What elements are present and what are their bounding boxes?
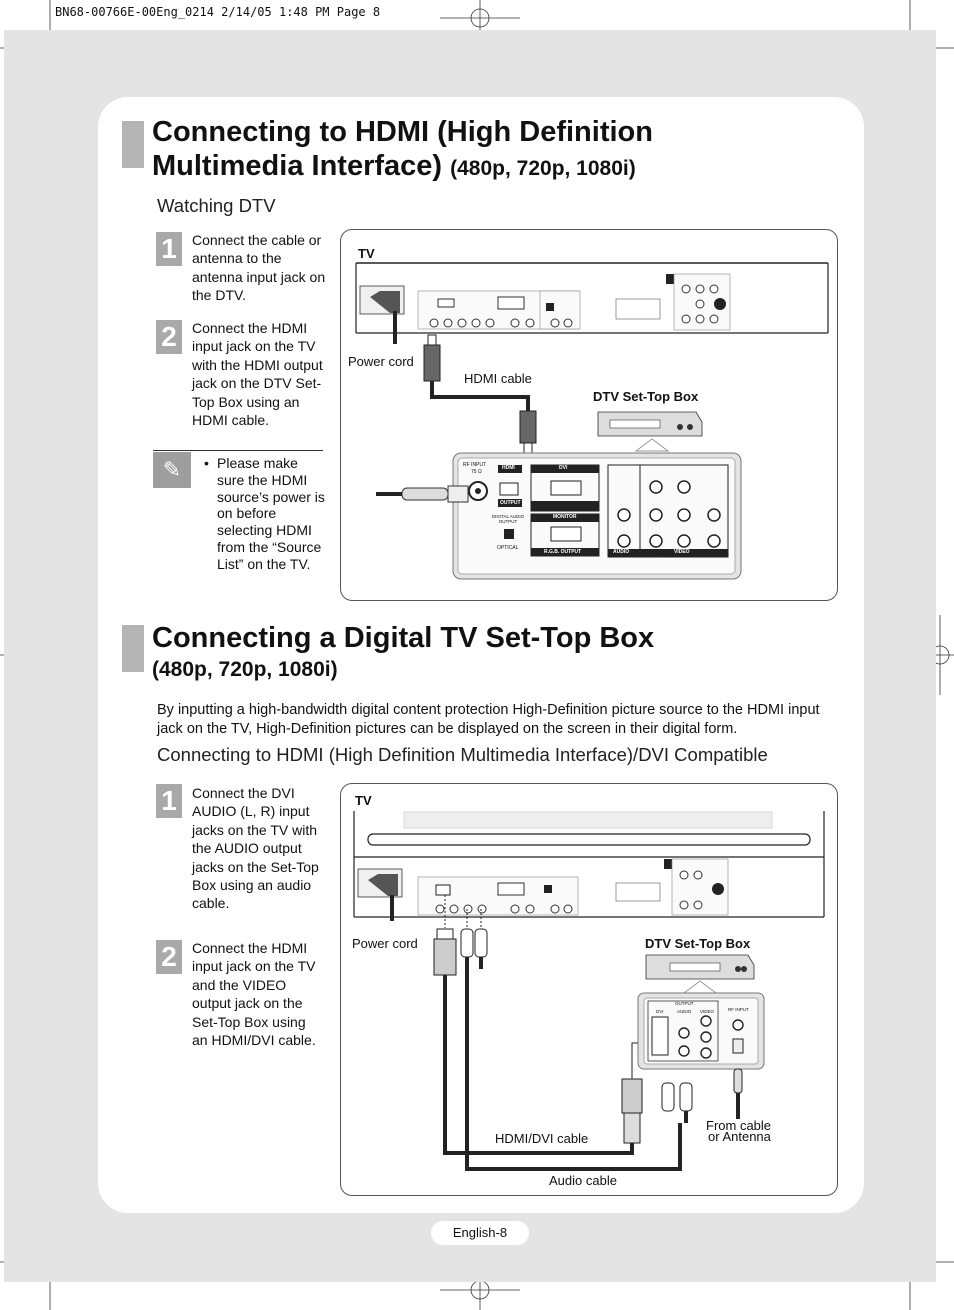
section2-step2-number: 2: [156, 940, 182, 974]
note-divider: [153, 450, 323, 451]
section2-step2-text: Connect the HDMI input jack on the TV an…: [192, 940, 316, 1049]
diagram2-hdmi-dvi-label: HDMI/DVI cable: [495, 1131, 589, 1146]
antenna-cable-2: [732, 1038, 744, 1119]
dtv-set-top-box-icon: [597, 411, 703, 452]
panel1-dvi-label: DVI: [559, 465, 568, 471]
hdmi-dvi-cable: [433, 928, 646, 1155]
panel1-video-label: VIDEO: [674, 549, 690, 555]
print-header: BN68-00766E-00Eng_0214 2/14/05 1:48 PM P…: [55, 5, 381, 19]
panel1-digital-audio-label: DIGITAL AUDIO OUTPUT: [491, 514, 525, 524]
section1-title-line2: Multimedia Interface) (480p, 720p, 1080i…: [152, 149, 636, 186]
section1-step2-text: Connect the HDMI input jack on the TV wi…: [192, 320, 323, 429]
hdmi-cable: [423, 334, 537, 454]
panel1-monitor-label: MONITOR: [553, 514, 577, 520]
diagram1-artwork: [355, 262, 829, 580]
dtv-set-top-box-icon-2: [645, 954, 755, 994]
diagram2-tv-label: TV: [355, 793, 372, 808]
section1-step1-text: Connect the cable or antenna to the ante…: [192, 232, 326, 304]
panel2-rf-input-label: RF INPUT: [728, 1007, 749, 1012]
panel1-hdmi-label: HDMI: [502, 465, 515, 471]
audio-cable: [460, 928, 693, 1171]
diagram2-stb-label: DTV Set-Top Box: [645, 936, 751, 951]
stb2-rear-panel: [637, 992, 765, 1070]
diagram1-power-cord-label: Power cord: [348, 354, 414, 369]
section2-step1-text: Connect the DVI AUDIO (L, R) input jacks…: [192, 785, 319, 912]
panel2-output-label: OUTPUT: [675, 1001, 694, 1006]
panel1-output2-label: OUTPUT: [656, 558, 677, 564]
antenna-cable: [376, 485, 469, 503]
diagram2-audio-cable-label: Audio cable: [549, 1173, 617, 1188]
diagram1-hdmi-cable-label: HDMI cable: [464, 371, 532, 386]
section2-step1-number: 1: [156, 784, 182, 818]
section1-title-bar: [122, 121, 144, 168]
section2-title-bar: [122, 625, 144, 672]
section2-title-suffix: (480p, 720p, 1080i): [152, 658, 338, 681]
section1-title-line2-text: Multimedia Interface): [152, 150, 443, 182]
section1-step1-number: 1: [156, 232, 182, 266]
page-number-tag: English-8: [431, 1221, 529, 1245]
diagram2-power-cord-label: Power cord: [352, 936, 418, 951]
panel1-rf-input-label: RF INPUT: [463, 462, 487, 468]
tv2-rear-panel: [353, 811, 825, 918]
section2-paragraph: By inputting a high-bandwidth digital co…: [157, 702, 820, 737]
stb-rear-panel: [452, 452, 742, 580]
diagram2-or-antenna-label: or Antenna: [708, 1129, 771, 1144]
note-bullet: •: [204, 455, 209, 471]
section1-title-line1: Connecting to HDMI (High Definition: [152, 116, 653, 148]
panel2-audio-label: AUDIO: [677, 1009, 692, 1014]
panel2-video-label: VIDEO: [700, 1009, 715, 1014]
dvi-connection-diagram: [340, 783, 838, 1196]
diagram2-from-cable-label: From cable: [706, 1118, 772, 1133]
section1-subtitle: Watching DTV: [157, 195, 276, 216]
panel1-rgb-output-label: R.G.B. OUTPUT: [544, 549, 582, 555]
panel1-optical-label: OPTICAL: [497, 545, 519, 551]
panel1-output-label: OUTPUT: [500, 500, 521, 506]
section1-step2-number: 2: [156, 320, 182, 354]
section2-subtitle: Connecting to HDMI (High Definition Mult…: [157, 744, 768, 765]
section1-title-suffix: (480p, 720p, 1080i): [450, 157, 636, 180]
note-text: Please make sure the HDMI source’s power…: [217, 455, 325, 572]
tv-rear-panel: [355, 262, 829, 334]
diagram1-stb-label: DTV Set-Top Box: [593, 389, 699, 404]
diagram1-tv-label: TV: [358, 246, 375, 261]
note-pencil-icon: ✎: [153, 452, 191, 488]
panel1-audio-label: AUDIO: [613, 549, 630, 555]
panel2-dvi-label: DVI: [656, 1009, 664, 1014]
section2-title: Connecting a Digital TV Set-Top Box: [152, 622, 655, 654]
panel1-rf-ohm-label: 75 Ω: [471, 469, 482, 475]
diagram2-artwork: [353, 811, 825, 1171]
